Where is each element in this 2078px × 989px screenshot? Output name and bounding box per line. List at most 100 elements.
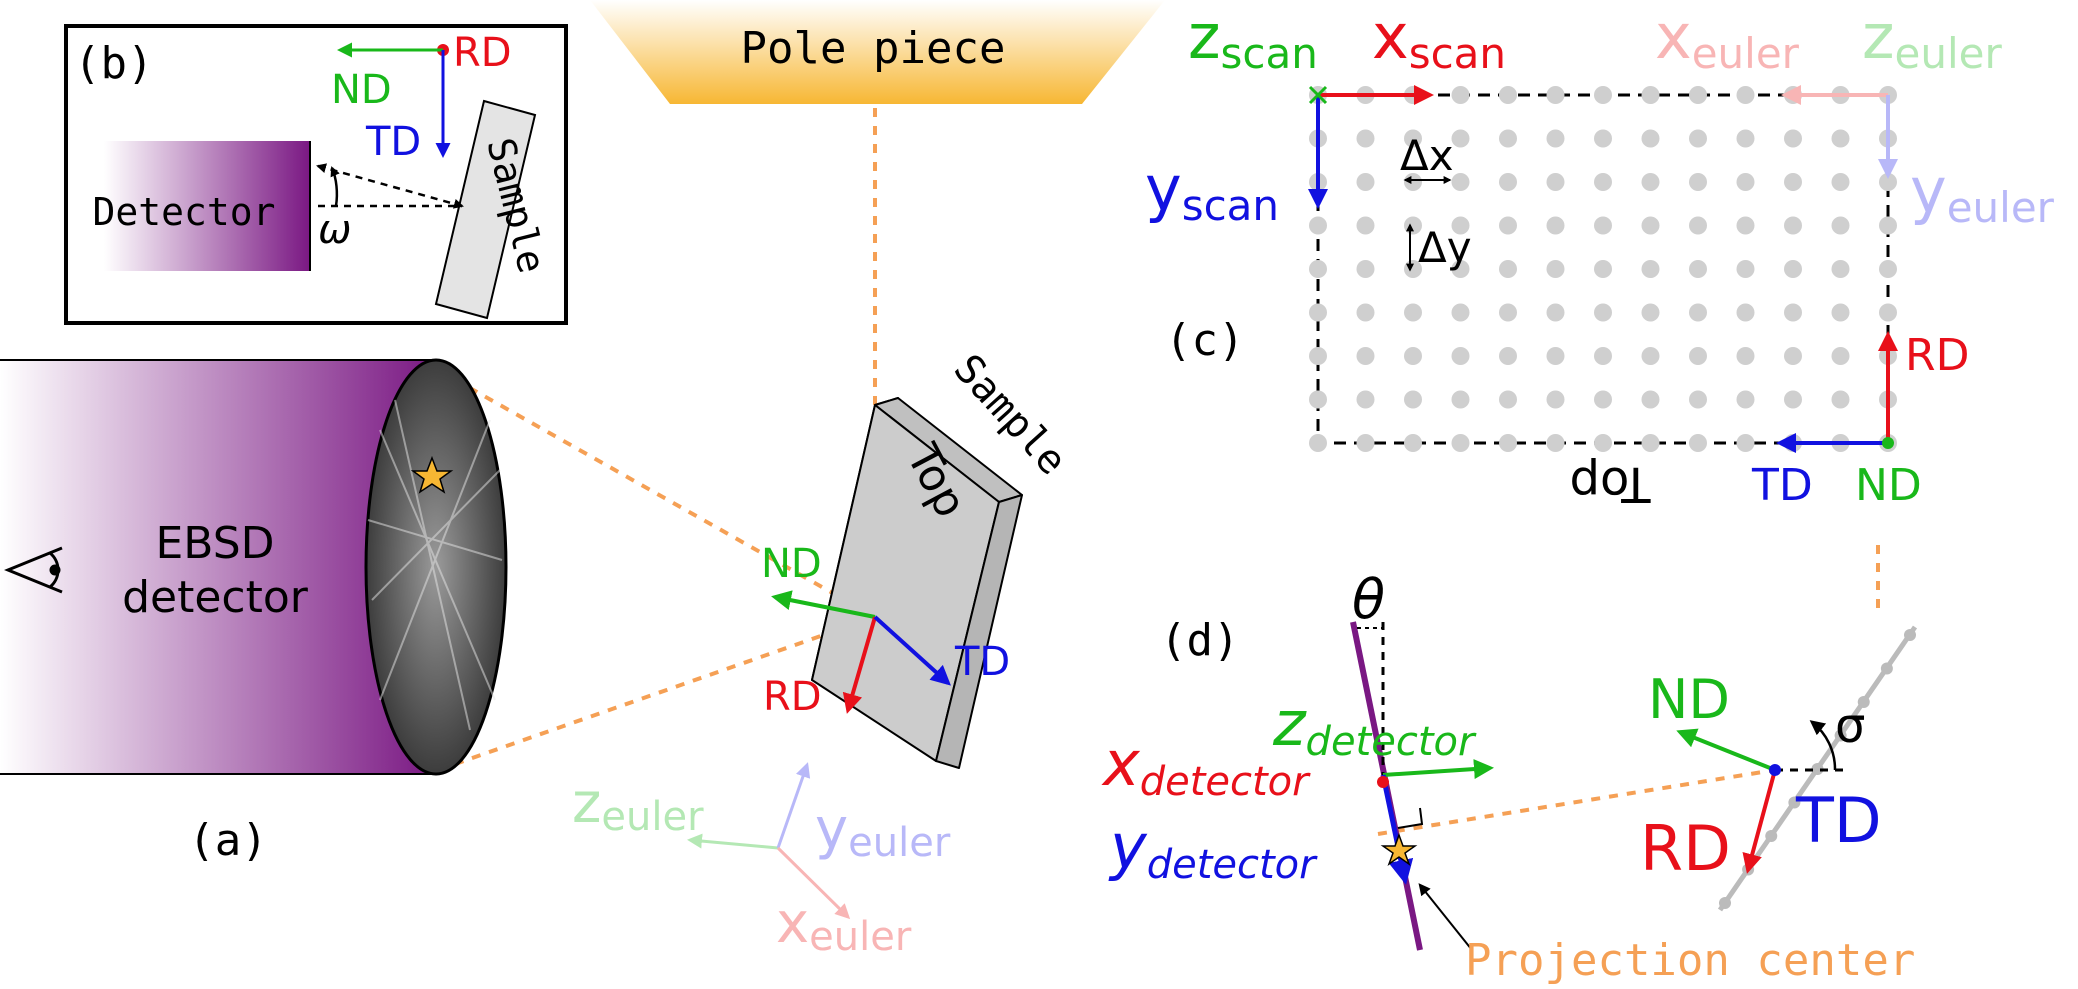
scan-point [1499, 390, 1517, 409]
theta-label: θ [1352, 568, 1385, 631]
nd-label-d: ND [1648, 668, 1730, 731]
scan-point [1499, 260, 1517, 278]
scan-point [1641, 347, 1660, 365]
scan-frame-axes [1308, 85, 1434, 209]
step-size-markers [1403, 176, 1452, 272]
euler-frame-c [1781, 85, 1898, 179]
scan-point [1309, 347, 1327, 365]
projection-center-label: Projection center [1465, 935, 1915, 986]
scan-point [1831, 390, 1850, 409]
scan-point [1689, 434, 1707, 452]
scan-point [1784, 260, 1802, 278]
z-detector-label: zdetector [1272, 687, 1477, 765]
scan-point [1356, 216, 1375, 235]
scan-point [1831, 347, 1850, 365]
scan-point [1356, 434, 1375, 452]
scan-point [1784, 216, 1802, 235]
scan-point [1594, 260, 1612, 278]
scan-point [1499, 303, 1517, 322]
scan-point [1641, 303, 1660, 322]
scan-point [1356, 260, 1375, 278]
scan-point [1546, 303, 1565, 322]
scan-point [1641, 173, 1660, 191]
scan-point [1404, 390, 1422, 409]
scan-point [1641, 216, 1660, 235]
td-label-d: TD [1795, 784, 1882, 857]
scan-point [1641, 260, 1660, 278]
scan-point [1689, 260, 1707, 278]
scan-point [1879, 216, 1897, 235]
delta-y-label: Δy [1418, 223, 1472, 272]
scan-point [1309, 260, 1327, 278]
panel-b-inset: (b) Detector Sample RD ND TD ω [64, 24, 568, 325]
scan-point [1736, 390, 1755, 409]
scan-point [1451, 86, 1470, 104]
td-label-c: TD [1751, 460, 1813, 511]
detector-label-line2: detector [122, 572, 309, 623]
scan-point [1831, 260, 1850, 278]
ebsd-detector: EBSD detector [0, 358, 508, 776]
scan-point [1451, 303, 1470, 322]
scan-point [1831, 173, 1850, 191]
scan-point [1309, 216, 1327, 235]
scan-point [1689, 390, 1707, 409]
eye-icon [4, 546, 63, 594]
scan-point-grid [1309, 86, 1897, 452]
scan-point [1594, 390, 1612, 409]
beam-lines [437, 108, 1880, 836]
detector-plane [1350, 621, 1494, 951]
rd-label-c: RD [1905, 330, 1969, 381]
projection-center-star-icon-d [1380, 832, 1418, 866]
scan-point [1499, 129, 1517, 148]
kikuchi-pattern [364, 358, 508, 776]
scan-point [1689, 303, 1707, 322]
scan-point [1451, 347, 1470, 365]
pole-piece: Pole piece [590, 0, 1165, 104]
scan-point [1689, 173, 1707, 191]
scan-point [1594, 347, 1612, 365]
projection-center-pointer [1418, 883, 1473, 951]
scan-point [1784, 303, 1802, 322]
omega-label: ω [318, 207, 352, 253]
scan-point [1736, 303, 1755, 322]
rd-label-b: RD [453, 30, 512, 76]
scan-point [1689, 216, 1707, 235]
scan-point [1594, 86, 1612, 104]
scan-point [1784, 347, 1802, 365]
scan-point [1404, 129, 1422, 148]
scan-point [1356, 173, 1375, 191]
scan-point [1689, 129, 1707, 148]
scan-point [1499, 216, 1517, 235]
sample-scan-point [1765, 830, 1778, 842]
kikuchi-bands [367, 399, 503, 731]
scan-point [1356, 390, 1375, 409]
tilted-sample-d [1676, 625, 1918, 912]
x-scan-label: xscan [1372, 0, 1506, 78]
z-euler-label-a: zeuler [572, 771, 704, 840]
scan-point [1451, 434, 1470, 452]
x-detector-label: xdetector [1101, 727, 1311, 805]
y-detector-label: ydetector [1108, 810, 1318, 888]
sample-scan-point [1811, 763, 1824, 775]
scan-point [1736, 86, 1755, 104]
delta-x-label: Δx [1400, 131, 1454, 180]
panel-a-tag: (a) [188, 815, 267, 866]
detector-label-line1: EBSD [155, 518, 274, 569]
scan-point [1736, 434, 1755, 452]
scan-point [1309, 303, 1327, 322]
scan-point [1736, 216, 1755, 235]
scan-point [1594, 303, 1612, 322]
sigma-label: σ [1835, 698, 1865, 754]
scan-point [1736, 129, 1755, 148]
sample-scan-point [1834, 729, 1847, 742]
sample-scan-point [1788, 796, 1801, 809]
scan-point [1546, 129, 1565, 148]
scan-point [1736, 173, 1755, 191]
panel-b-tag: (b) [74, 38, 153, 89]
scan-point [1594, 173, 1612, 191]
scan-point [1546, 86, 1565, 104]
scan-point [1356, 303, 1375, 322]
scan-point [1451, 173, 1470, 191]
scan-point [1641, 390, 1660, 409]
